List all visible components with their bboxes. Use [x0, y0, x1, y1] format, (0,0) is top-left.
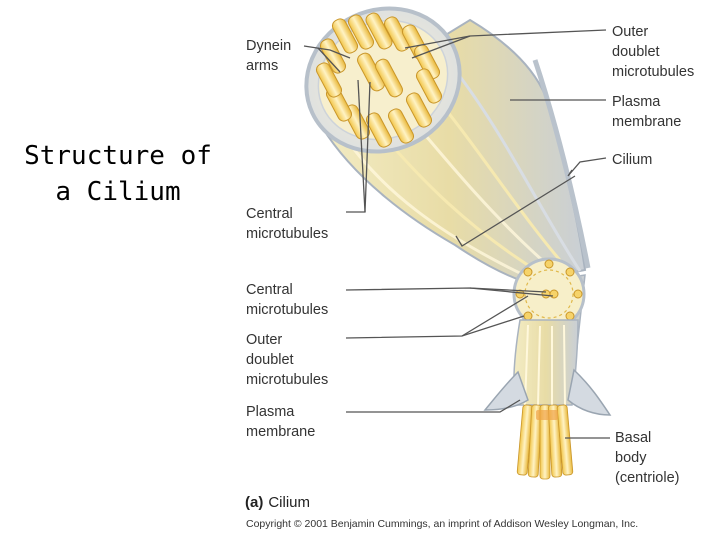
label-line: microtubules: [246, 302, 328, 318]
label-outer-doublet-mid: Outer doublet microtubules: [246, 332, 328, 388]
microtubule-bundle-top: [315, 12, 443, 148]
figure-caption: (a) Cilium: [245, 494, 310, 511]
label-line: Central: [246, 206, 293, 222]
label-line: arms: [246, 58, 278, 74]
label-central-microtubules-mid: Central microtubules: [246, 282, 328, 318]
svg-text:(a)Cilium: (a) Cilium: [245, 494, 310, 511]
label-line: microtubules: [612, 64, 694, 80]
basal-body: [516, 404, 574, 480]
label-line: membrane: [246, 424, 315, 440]
label-line: Cilium: [612, 152, 652, 168]
leader-lines: [303, 29, 610, 439]
label-dynein-arms: Dynein arms: [246, 38, 291, 74]
title-line-1: Structure of: [24, 141, 212, 171]
label-line: Plasma: [612, 94, 661, 110]
slide-title: Structure of a Cilium: [2, 138, 234, 210]
caption-text: Cilium: [268, 494, 310, 511]
label-line: microtubules: [246, 372, 328, 388]
lower-shaft: [513, 319, 579, 406]
label-line: microtubules: [246, 226, 328, 242]
label-line: membrane: [612, 114, 681, 130]
label-line: Dynein: [246, 38, 291, 54]
title-line-2: a Cilium: [55, 177, 181, 207]
membrane-flaps: [483, 368, 612, 416]
label-cilium: Cilium: [612, 152, 652, 168]
label-line: Central: [246, 282, 293, 298]
label-central-microtubules-top: Central microtubules: [246, 206, 328, 242]
label-line: Plasma: [246, 404, 295, 420]
label-plasma-membrane-bottom: Plasma membrane: [246, 404, 315, 440]
label-line: Basal: [615, 430, 651, 446]
copyright-notice: Copyright © 2001 Benjamin Cummings, an i…: [246, 518, 638, 530]
label-basal-body: Basal body (centriole): [615, 430, 679, 486]
label-line: doublet: [246, 352, 294, 368]
label-line: (centriole): [615, 470, 679, 486]
label-line: Outer: [246, 332, 282, 348]
label-line: Outer: [612, 24, 648, 40]
caption-part: (a): [245, 494, 263, 511]
label-line: body: [615, 450, 647, 466]
label-outer-doublet-top: Outer doublet microtubules: [612, 24, 694, 80]
label-plasma-membrane-top: Plasma membrane: [612, 94, 681, 130]
label-line: doublet: [612, 44, 660, 60]
